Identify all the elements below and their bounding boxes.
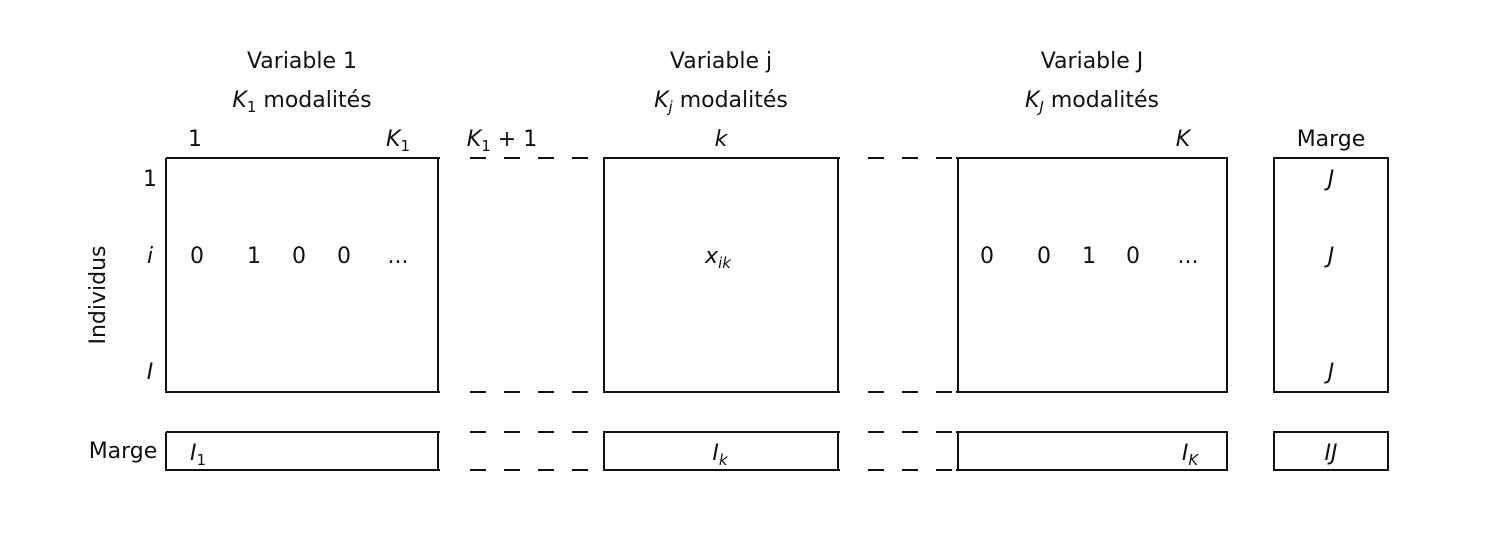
variable-1-modalities: K1 modalités [232,88,371,116]
row-label-generic: i [147,244,153,269]
variable-1-title: Variable 1 [247,49,357,74]
variable-j-modalities-symbol: K [654,88,670,113]
preceding-column-subscript: 1 [481,137,491,155]
variable-J-row-value: 1 [1082,244,1096,269]
margin-column-header: Marge [1297,127,1366,152]
cell-value-label: xik [704,244,732,272]
variable-1-first-column-label: 1 [188,127,202,152]
variable-J-margin-subscript: K [1188,451,1199,469]
block-variable-J: Variable J KJ modalités K 0 0 1 0 ... IK [956,49,1228,471]
variable-1-modalities-symbol: K [232,88,248,113]
cell-value-subscript: ik [718,254,732,272]
margin-row-label: Marge [89,439,158,464]
margin-column-box [1273,157,1389,393]
grand-total-value: IJ [1325,441,1338,466]
rows-axis-label: Individus [86,245,111,344]
connector-dashes-right [868,157,958,471]
variable-j-title: Variable j [670,49,772,74]
variable-j-modalities: Kj modalités [654,88,788,116]
variable-j-column-label: k [715,127,729,152]
variable-1-last-column-label: K1 [386,127,410,155]
variable-J-row-value: 0 [1037,244,1051,269]
preceding-column-symbol: K [467,127,483,152]
row-label-last: I [147,360,154,385]
preceding-column-increment: + 1 [491,127,537,152]
variable-j-margin-box [603,431,840,471]
row-label-first: 1 [143,167,157,192]
margin-column-value: J [1324,360,1335,385]
variable-1-last-column-symbol: K [386,127,402,152]
variable-J-row-value: 0 [980,244,994,269]
variable-J-margin-label: IK [1182,441,1200,469]
variable-1-margin-label: I1 [190,441,206,469]
variable-J-row-value: 0 [1126,244,1140,269]
variable-j-preceding-column-label: K1 + 1 [467,127,537,155]
variable-J-modalities-subscript: J [1036,98,1043,116]
variable-j-modalities-subscript: j [667,98,674,116]
variable-J-last-column-label: K [1176,127,1192,152]
margin-column-value: J [1324,167,1335,192]
connector-dashes-left [470,157,604,471]
margin-column: Marge J J J IJ [1273,127,1389,471]
variable-J-modalities: KJ modalités [1025,88,1159,116]
variable-1-margin-subscript: 1 [197,451,207,469]
variable-j-margin-subscript: k [719,451,729,469]
variable-1-row-ellipsis: ... [388,244,409,269]
variable-1-last-column-subscript: 1 [400,137,410,155]
cell-value-symbol: x [704,244,719,269]
variable-1-margin-symbol: I [190,441,197,466]
variable-J-margin-box [956,431,1228,471]
variable-J-title: Variable J [1041,49,1144,74]
variable-1-margin-box [165,431,440,471]
variable-1-row-value: 0 [292,244,306,269]
variable-J-row-ellipsis: ... [1178,244,1199,269]
variable-j-margin-symbol: I [712,441,719,466]
variable-1-modalities-subscript: 1 [247,98,257,116]
variable-1-row-value: 0 [337,244,351,269]
grand-total-box [1273,431,1389,471]
variable-j-matrix-box [603,157,840,393]
variable-1-matrix-box [165,157,440,393]
margin-column-value: J [1324,244,1335,269]
variable-1-modalities-text: modalités [256,88,371,113]
row-labels: Individus 1 i I Marge [86,167,157,464]
variable-J-modalities-text: modalités [1044,88,1159,113]
block-variable-j: Variable j Kj modalités K1 + 1 k xik Ik [467,49,840,471]
variable-1-row-value: 0 [190,244,204,269]
variable-j-margin-label: Ik [712,441,729,469]
variable-1-row-value: 1 [247,244,261,269]
variable-J-modalities-symbol: K [1025,88,1041,113]
variable-j-modalities-text: modalités [673,88,788,113]
variable-J-matrix-box [956,157,1228,393]
block-variable-1: Variable 1 K1 modalités 1 K1 0 1 0 0 ...… [165,49,440,471]
variable-J-margin-symbol: I [1182,441,1189,466]
